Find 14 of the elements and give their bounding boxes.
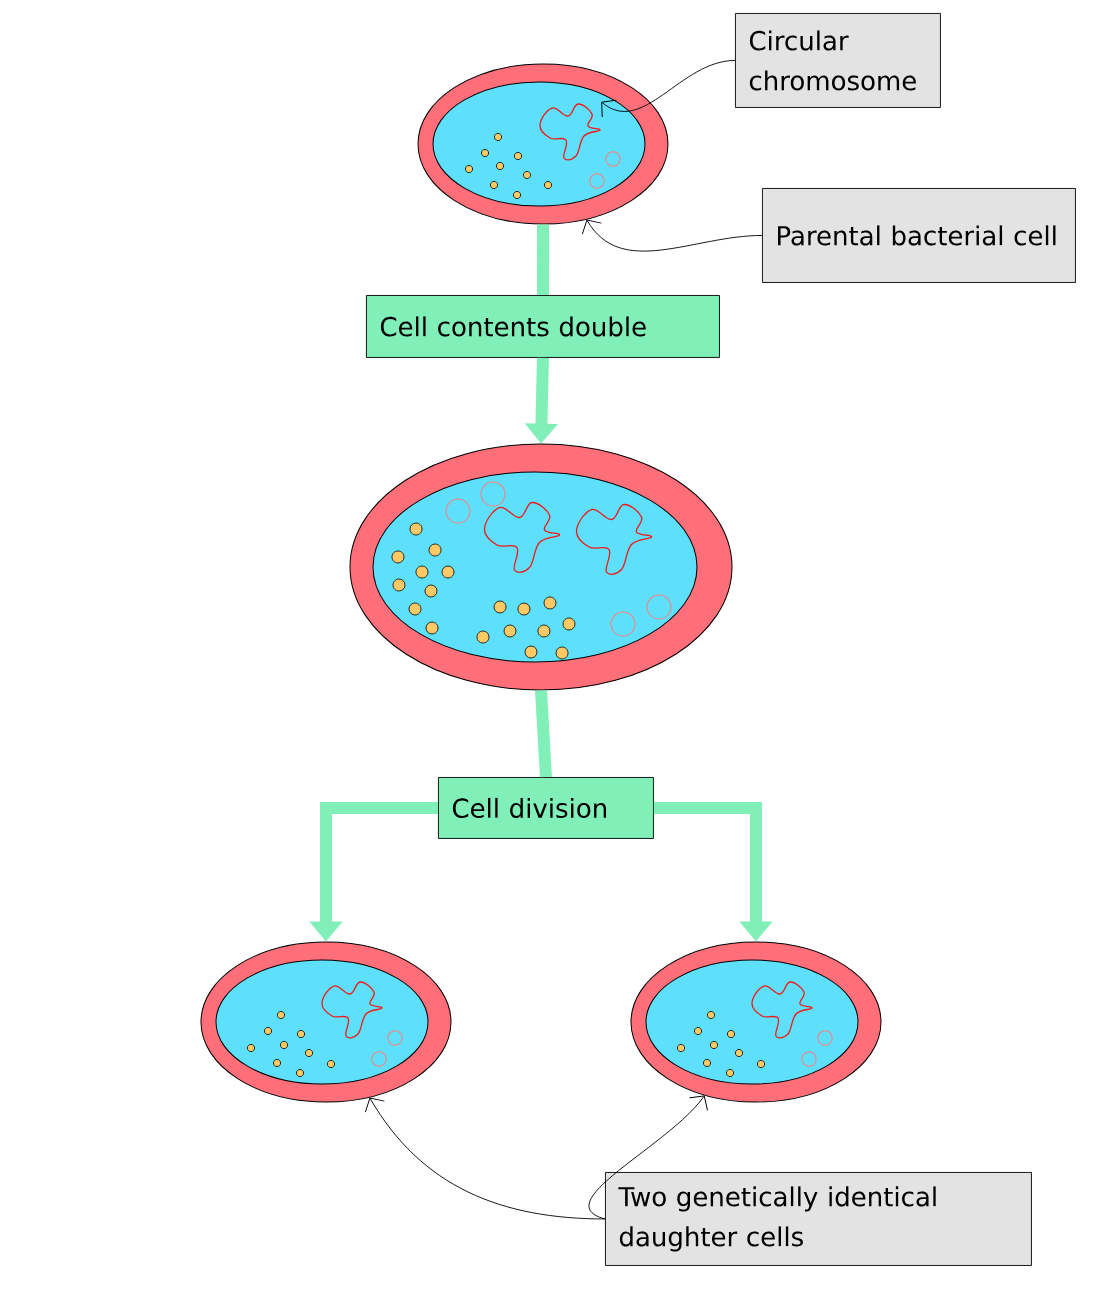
cell-drawing [349, 443, 733, 691]
cell-drawing [200, 941, 452, 1103]
leader-line [364, 1097, 606, 1220]
cell-drawing [630, 941, 882, 1103]
chromosome-drawing [539, 103, 601, 161]
process-box: Cell contents double [366, 295, 720, 358]
cell-drawing [417, 63, 669, 225]
leader-line [581, 219, 763, 252]
leader-line [601, 60, 736, 118]
process-box: Cell division [438, 777, 654, 839]
leader-line [588, 1095, 708, 1220]
label-box: Circular chromosome [735, 13, 941, 108]
label-box: Parental bacterial cell [762, 188, 1076, 283]
label-box: Two genetically identical daughter cells [605, 1172, 1032, 1266]
